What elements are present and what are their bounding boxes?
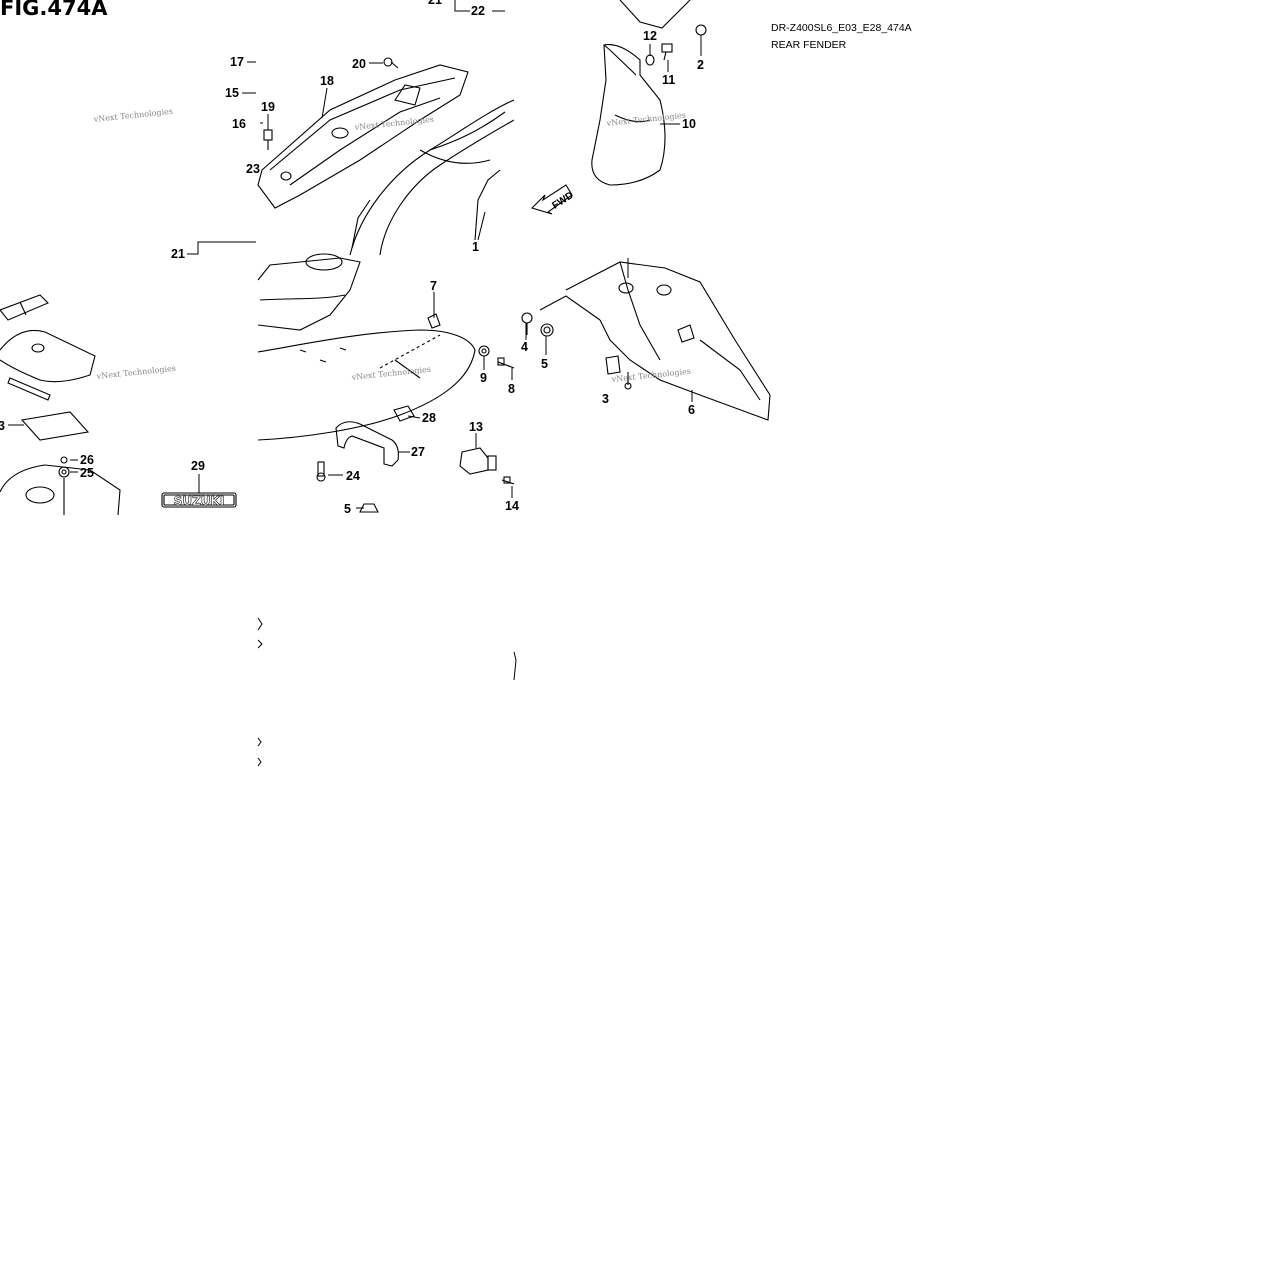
callout-22: 22 xyxy=(471,4,485,18)
callout-15: 15 xyxy=(225,86,239,100)
clip-7 xyxy=(427,313,441,329)
callout-18: 18 xyxy=(320,74,334,88)
callout-5: 5 xyxy=(541,357,548,371)
watermark-6: vNext Technologies xyxy=(610,367,691,384)
callout-20: 20 xyxy=(352,57,366,71)
strap xyxy=(0,294,49,321)
watermark-4: vNext Technologies xyxy=(95,364,176,381)
callout-8: 8 xyxy=(508,382,515,396)
watermark-5: vNext Technologies xyxy=(350,365,431,382)
model-code: DR-Z400SL6_E03_E28_474A xyxy=(771,22,912,34)
rear-fender-body xyxy=(349,99,514,256)
washer-25 xyxy=(58,466,70,478)
watermark-3: vNext Technologies xyxy=(605,111,686,128)
seat-rail-bracket xyxy=(257,64,469,209)
fender-lower-section xyxy=(257,329,476,441)
callout-21: 21 xyxy=(171,247,185,261)
bolt-11 xyxy=(661,43,673,61)
screw-8 xyxy=(497,357,514,369)
tool-bag xyxy=(0,329,96,383)
section-name: REAR FENDER xyxy=(771,39,847,51)
callout-3-left: 3 xyxy=(0,419,5,433)
watermark-1: vNext Technologies xyxy=(92,107,173,124)
washer-9 xyxy=(478,345,490,357)
callout-17: 17 xyxy=(230,55,244,69)
callout-28: 28 xyxy=(422,411,436,425)
bolt-24 xyxy=(316,461,326,482)
fwd-arrow: FWD xyxy=(530,184,576,215)
callout-23: 23 xyxy=(246,162,260,176)
callout-26: 26 xyxy=(80,453,94,467)
washer-12 xyxy=(645,54,655,66)
callout-2: 2 xyxy=(697,58,704,72)
bolt-20 xyxy=(383,57,399,69)
leader-lines xyxy=(8,0,702,509)
callout-11: 11 xyxy=(662,73,675,87)
callout-3: 3 xyxy=(602,392,609,406)
emblem-text: SUZUKI xyxy=(174,494,225,508)
callout-21-top: 21 xyxy=(428,0,442,7)
seat-rail-lower-piece xyxy=(257,253,361,331)
bolt-4 xyxy=(521,312,533,335)
reflector-13 xyxy=(459,447,497,475)
callout-14: 14 xyxy=(505,499,519,513)
watermarks: vNext Technologies vNext Technologies vN… xyxy=(92,107,691,384)
license-plate-bracket xyxy=(539,261,771,421)
callout-labels: 21 22 17 20 18 15 19 16 23 21 1 12 2 11 … xyxy=(0,0,704,516)
screw-14 xyxy=(501,476,514,485)
callout-19: 19 xyxy=(261,100,275,114)
callout-25: 25 xyxy=(80,466,94,480)
nut-5 xyxy=(540,323,554,337)
figure-title: FIG.474A xyxy=(0,0,108,20)
nut-5-lower xyxy=(359,503,379,513)
callout-9: 9 xyxy=(480,371,487,385)
callout-29: 29 xyxy=(191,459,205,473)
top-cover xyxy=(619,0,691,29)
suzuki-emblem: SUZUKI xyxy=(161,492,237,508)
pad-28 xyxy=(393,405,415,422)
screw-2 xyxy=(695,24,707,36)
owner-manual xyxy=(20,411,90,441)
tool-rod xyxy=(7,377,51,401)
callout-24: 24 xyxy=(346,469,360,483)
clip-3 xyxy=(605,355,621,375)
callout-4: 4 xyxy=(521,340,528,354)
seat-tray xyxy=(0,464,121,515)
callout-27: 27 xyxy=(411,445,425,459)
rear-mud-flap xyxy=(591,44,666,186)
callout-1: 1 xyxy=(472,240,479,254)
callout-6: 6 xyxy=(688,403,695,417)
edge-fragments xyxy=(257,617,517,767)
callout-7: 7 xyxy=(430,279,437,293)
callout-13: 13 xyxy=(469,420,483,434)
bolt-6 xyxy=(624,372,632,390)
callout-16: 16 xyxy=(232,117,246,131)
nut-26 xyxy=(60,456,68,464)
bolt-19 xyxy=(263,129,273,150)
watermark-2: vNext Technologies xyxy=(353,115,434,132)
handle-27 xyxy=(335,421,399,467)
callout-10: 10 xyxy=(682,117,696,131)
callout-12: 12 xyxy=(643,29,657,43)
callout-5-lower: 5 xyxy=(344,502,351,516)
